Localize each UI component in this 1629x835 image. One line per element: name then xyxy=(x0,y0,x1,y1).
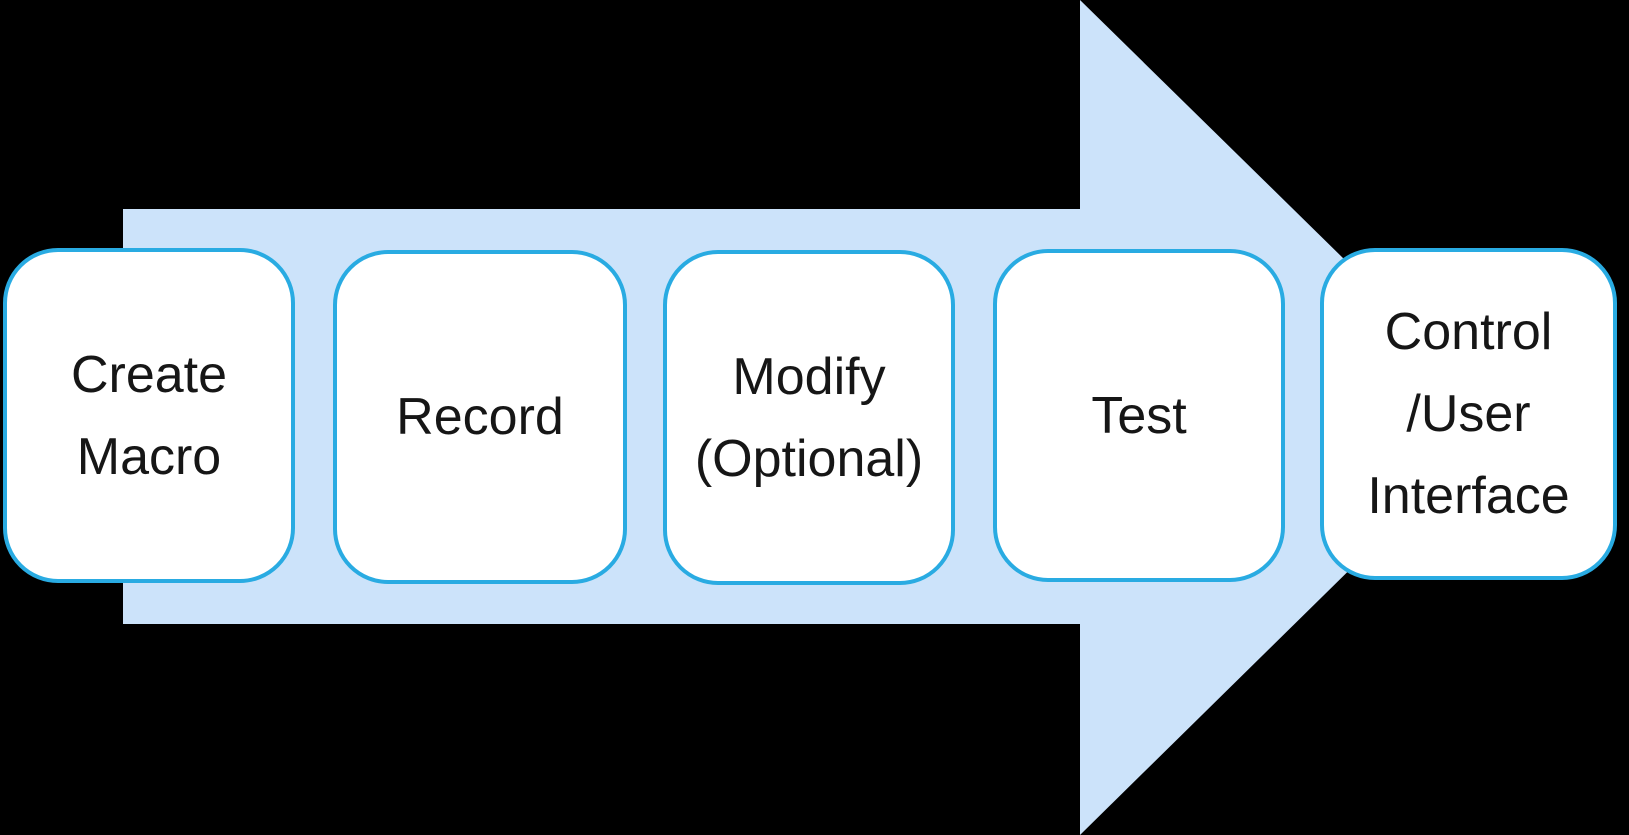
step-label-line: Create xyxy=(70,345,228,404)
step-label-line: Record xyxy=(396,388,564,446)
step-create-macro: Create Macro xyxy=(3,248,295,583)
step-label-line: Macro xyxy=(76,427,222,486)
step-modify-optional: Modify (Optional) xyxy=(663,250,955,585)
step-label-line: Interface xyxy=(1367,467,1570,525)
step-label-line: Control xyxy=(1384,303,1553,361)
step-label-line: Test xyxy=(1091,386,1187,445)
step-test: Test xyxy=(993,249,1285,582)
step-control-user-interface: Control /User Interface xyxy=(1320,248,1617,580)
step-label-line: (Optional) xyxy=(694,429,924,488)
step-label-line: Modify xyxy=(732,347,886,406)
step-record: Record xyxy=(333,250,627,584)
step-label-line: /User xyxy=(1406,385,1531,443)
